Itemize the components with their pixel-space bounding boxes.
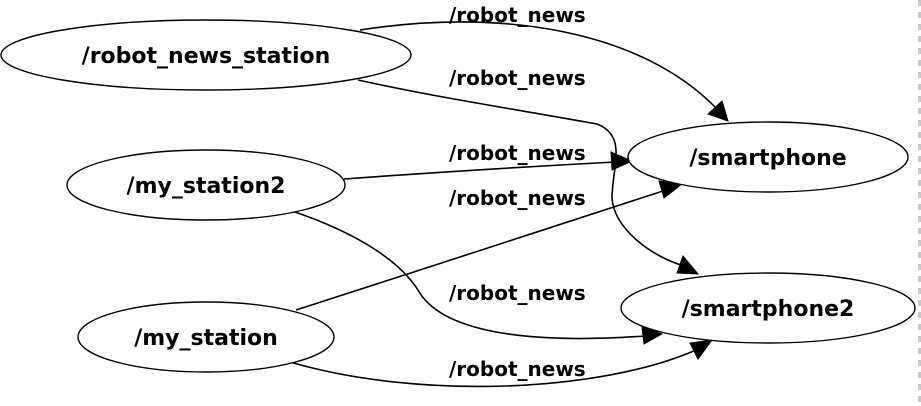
node-label: /robot_news_station [82, 44, 331, 69]
node-smartphone2[interactable]: /smartphone2 [620, 272, 916, 344]
edge-line [359, 21, 717, 109]
edge-label: /robot_news [449, 281, 586, 305]
node-label: /smartphone [689, 146, 846, 171]
node-smartphone[interactable]: /smartphone [627, 121, 909, 193]
node-ellipse [0, 19, 412, 91]
node-ellipse [66, 149, 346, 221]
edge-label: /robot_news [449, 3, 586, 27]
edge-robot-news-station-to-smartphone2: /robot_news [357, 66, 700, 275]
node-my-station[interactable]: /my_station [77, 301, 335, 373]
edge-my-station2-to-smartphone: /robot_news [343, 141, 634, 180]
node-my-station2[interactable]: /my_station2 [66, 149, 346, 221]
edge-robot-news-station-to-smartphone: /robot_news [359, 3, 729, 122]
node-robot-news-station[interactable]: /robot_news_station [0, 19, 412, 91]
node-label: /my_station2 [127, 174, 286, 199]
edge-line [289, 349, 697, 388]
node-label: /my_station [134, 326, 278, 351]
arrow-head-icon [689, 339, 714, 360]
edge-label: /robot_news [449, 357, 586, 381]
edge-label: /robot_news [449, 186, 586, 210]
edge-line [295, 189, 667, 311]
node-label: /smartphone2 [682, 297, 855, 322]
edge-label: /robot_news [449, 141, 586, 165]
edge-line [343, 161, 616, 180]
edge-my-station2-to-smartphone2: /robot_news [291, 210, 664, 345]
edge-label: /robot_news [449, 66, 586, 90]
edge-line [357, 79, 685, 267]
edge-line [291, 210, 646, 340]
edge-my-station-to-smartphone2: /robot_news [289, 339, 714, 388]
arrow-head-icon [641, 326, 664, 345]
edge-my-station-to-smartphone: /robot_news [295, 180, 684, 311]
arrow-head-icon [676, 255, 700, 275]
arrow-head-icon [707, 100, 729, 122]
window-edge-divider [918, 0, 921, 406]
node-ellipse [77, 301, 335, 373]
arrow-head-icon [610, 151, 634, 171]
node-ellipse [627, 121, 909, 193]
node-ellipse [620, 272, 916, 344]
